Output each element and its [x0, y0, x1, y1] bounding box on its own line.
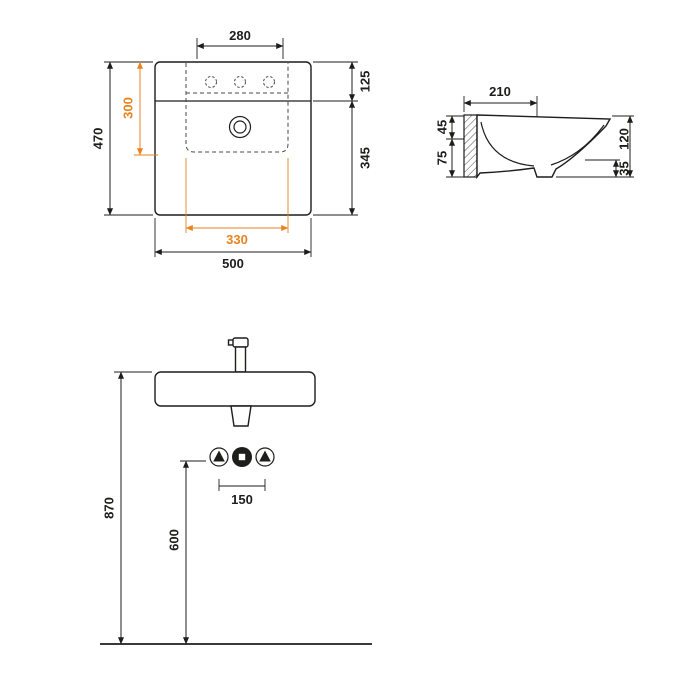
basin-hidden-outline — [185, 63, 289, 153]
basin-front-outline — [154, 371, 316, 407]
bowl-inner-line-left — [480, 121, 535, 167]
waste-outer-icon — [228, 115, 252, 139]
dim-label-left-top: 45 — [435, 120, 450, 134]
faucet-stem-icon — [234, 346, 247, 373]
dim-total-width: 500 — [154, 218, 312, 271]
drain-tail-outline — [230, 405, 252, 427]
faucet-head-icon — [232, 337, 249, 348]
water-connection-left-icon — [209, 447, 229, 467]
dim-basin-width: 330 — [185, 158, 289, 247]
dim-label-tap-hole-span: 280 — [229, 28, 251, 43]
connection-symbols — [209, 447, 275, 467]
plan-view: 280 470 300 125 345 — [91, 28, 373, 271]
dim-label-rear-ledge: 125 — [358, 71, 373, 93]
dim-total-depth: 470 — [91, 61, 153, 216]
dim-connections-span: 150 — [218, 479, 266, 507]
bowl-inner-line-right — [550, 124, 605, 166]
dim-label-left-bottom: 75 — [435, 151, 450, 165]
basin-outer-outline — [154, 61, 312, 216]
waste-inner-icon — [233, 120, 247, 134]
dim-label-basin-width: 330 — [226, 232, 248, 247]
dim-label-right-total: 120 — [617, 128, 632, 150]
dim-section-left: 45 75 — [435, 115, 464, 178]
waste-outlet-square — [238, 453, 246, 461]
dim-label-total-width: 500 — [222, 256, 244, 271]
basin-section-outline — [476, 114, 612, 180]
front-view: 150 870 600 — [100, 337, 372, 645]
dim-label-front-section: 345 — [358, 147, 373, 169]
dim-section-depth: 210 — [463, 84, 538, 117]
dim-label-connections-span: 150 — [231, 492, 253, 507]
dim-rear-ledge-front-section: 125 345 — [313, 61, 373, 216]
dim-label-basin-depth: 300 — [121, 97, 136, 119]
wall-fixing-section — [463, 114, 478, 178]
water-connection-right-icon — [255, 447, 275, 467]
dim-basin-depth: 300 — [121, 61, 158, 156]
tap-hole-right-icon — [263, 76, 275, 88]
dim-label-waste-height: 600 — [167, 529, 182, 551]
section-view: 210 45 75 120 35 — [435, 84, 634, 180]
dim-label-rim-height: 870 — [102, 497, 117, 519]
water-connection-left-triangle — [213, 450, 225, 462]
dim-label-total-depth: 470 — [91, 128, 106, 150]
tap-hole-center-icon — [234, 76, 246, 88]
dim-label-right-bottom: 35 — [617, 161, 632, 175]
dim-rim-height: 870 — [102, 371, 152, 645]
dim-waste-height: 600 — [167, 460, 206, 645]
dim-tap-hole-span: 280 — [196, 28, 284, 59]
tap-hole-left-icon — [205, 76, 217, 88]
water-connection-right-triangle — [259, 450, 271, 462]
dim-section-right: 120 35 — [556, 115, 634, 178]
dim-label-section-depth: 210 — [489, 84, 511, 99]
